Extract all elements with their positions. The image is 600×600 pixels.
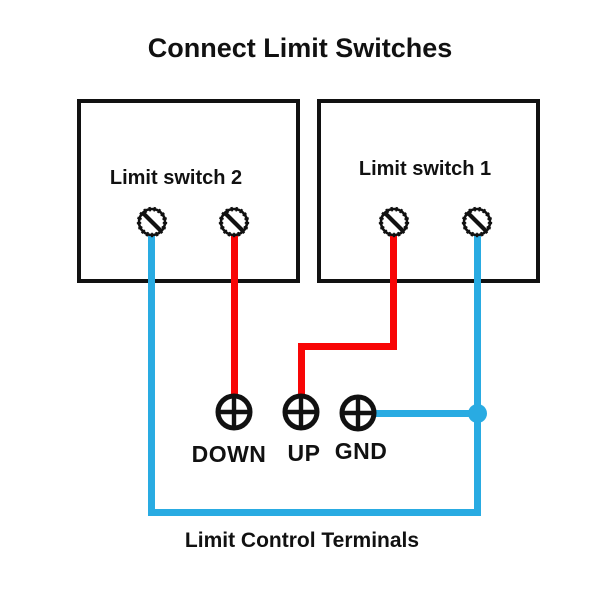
limit-switch-1-label: Limit switch 1 (358, 158, 492, 180)
page-title: Connect Limit Switches (147, 33, 453, 63)
terminal-down-label: DOWN (191, 441, 267, 467)
blue-wire-ls2-down-segment (148, 226, 155, 516)
limit-switch-1-box (317, 99, 540, 283)
limit-switch-2-label: Limit switch 2 (109, 167, 243, 189)
red-wire-ls1-to-up-segment-1 (390, 226, 397, 350)
terminal-up-icon (282, 393, 320, 431)
limit-switch-2-box (77, 99, 300, 283)
blue-wire-gnd-tap-segment (375, 410, 481, 417)
terminal-up-label: UP (287, 440, 321, 466)
limit-switch-1-left-screw-icon (378, 206, 410, 238)
red-wire-ls1-to-up-segment-2 (298, 343, 397, 350)
caption: Limit Control Terminals (184, 529, 420, 552)
terminal-down-icon (215, 393, 253, 431)
blue-wire-bottom-segment (148, 509, 481, 516)
terminal-gnd-label: GND (334, 438, 388, 464)
terminal-gnd-icon (339, 394, 377, 432)
blue-wire-ls1-down-segment (474, 226, 481, 516)
limit-switch-1-right-screw-icon (461, 206, 493, 238)
blue-wire-junction-dot (468, 404, 487, 423)
red-wire-ls1-to-up-segment-3 (298, 343, 305, 396)
red-wire-ls2-to-down (231, 226, 238, 396)
limit-switch-2-left-screw-icon (136, 206, 168, 238)
limit-switch-2-right-screw-icon (218, 206, 250, 238)
